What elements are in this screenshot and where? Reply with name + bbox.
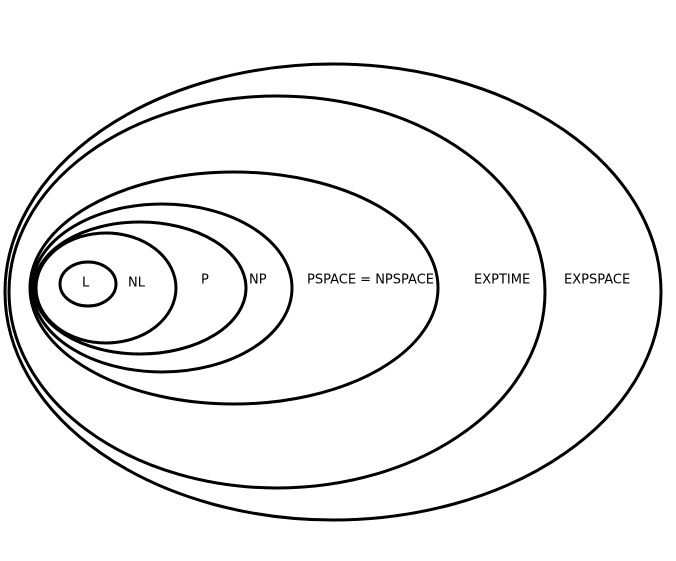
label-p: P [201,273,209,288]
label-exptime: EXPTIME [474,273,530,288]
ring-p [32,220,248,356]
ring-np [30,202,294,374]
ring-pspace [28,170,440,406]
label-l: L [82,276,90,291]
ring-expspace [3,62,663,522]
ring-exptime [7,94,547,490]
label-pspace: PSPACE = NPSPACE [307,273,434,288]
label-expspace: EXPSPACE [564,273,630,288]
ring-nl [34,231,178,345]
ring-l [58,260,118,308]
label-nl: NL [128,276,146,291]
label-np: NP [249,273,267,288]
